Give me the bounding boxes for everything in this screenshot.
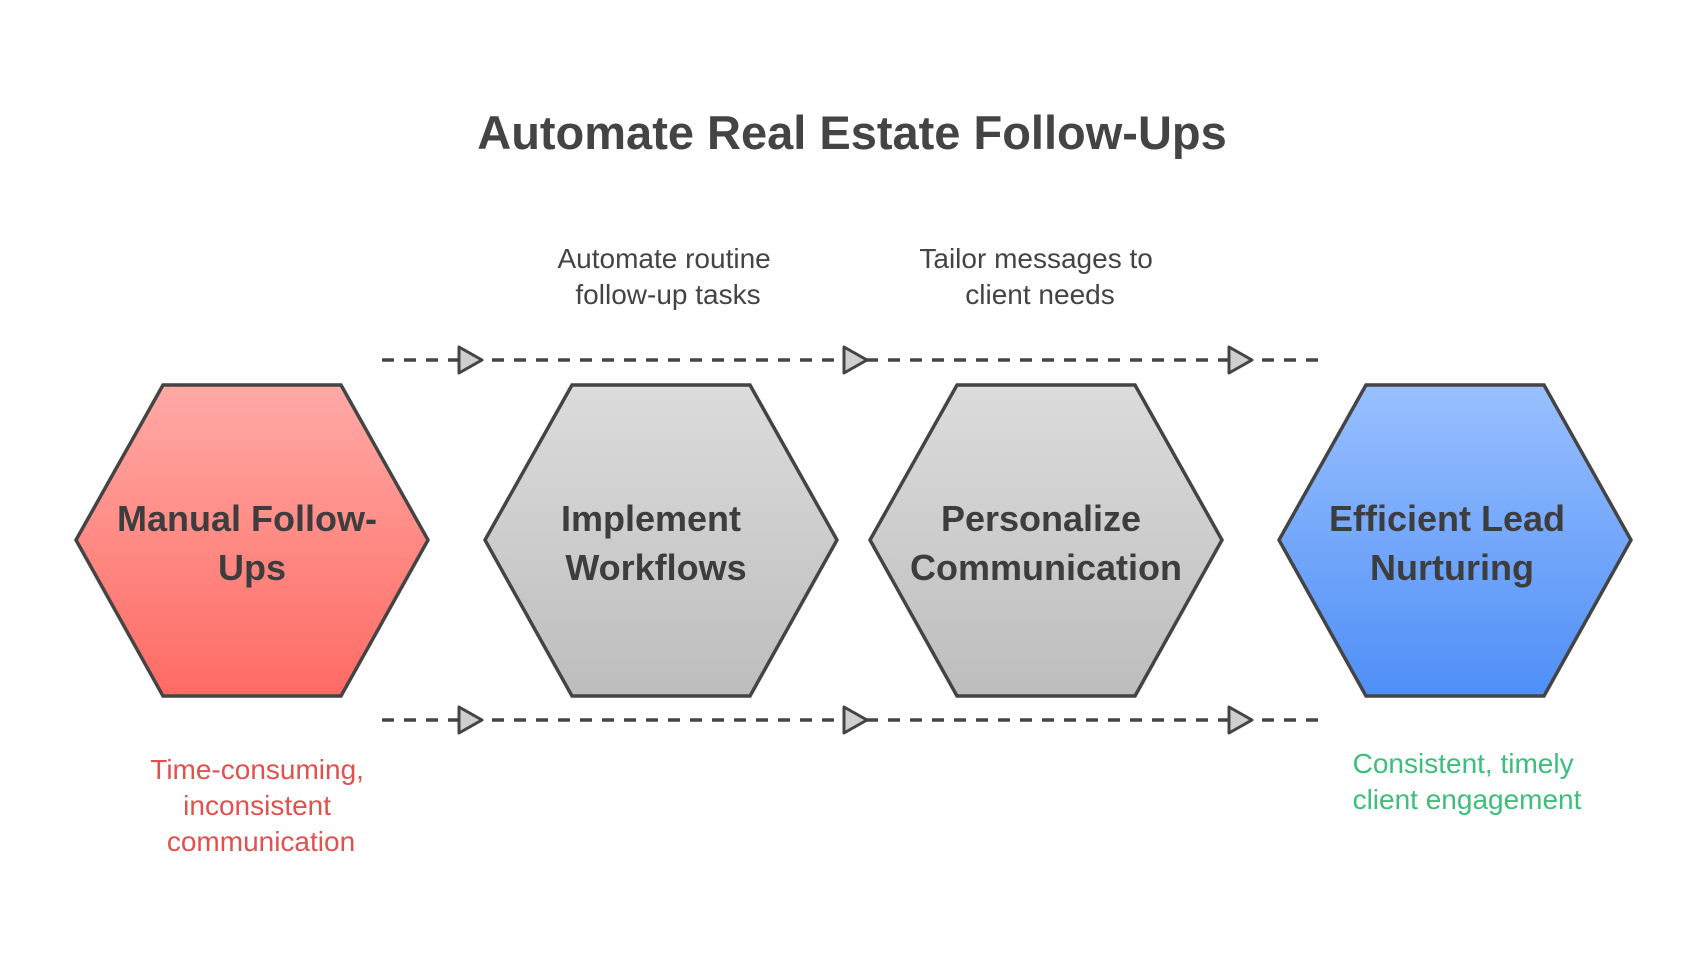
problem-caption: Time-consuming, inconsistent communicati…: [150, 754, 371, 857]
stage-implement-hexagon: [482, 383, 840, 698]
top-caption-automate: Automate routine follow-up tasks: [557, 243, 778, 310]
stage-manual-label: Manual Follow- Ups: [117, 498, 387, 588]
stage-personalize-communication: Personalize Communication: [867, 383, 1225, 698]
top-caption-tailor-line-1: Tailor messages to: [919, 243, 1152, 274]
top-caption-tailor-line-2: client needs: [965, 279, 1114, 310]
top-arrow-1-icon: [457, 345, 484, 375]
stage-manual-follow-ups: Manual Follow- Ups: [73, 383, 431, 698]
stage-manual-label-line-1: Manual Follow-: [117, 498, 377, 539]
stage-efficient-hexagon: [1276, 383, 1634, 698]
stage-manual-hexagon: [73, 383, 431, 698]
problem-caption-line-1: Time-consuming,: [150, 754, 364, 785]
top-arrow-2-icon: [842, 345, 869, 375]
stage-efficient-label: Efficient Lead Nurturing: [1329, 498, 1575, 588]
stage-efficient-lead-nurturing: Efficient Lead Nurturing: [1276, 383, 1634, 698]
stage-personalize-label: Personalize Communication: [910, 498, 1182, 588]
stage-personalize-label-line-1: Personalize: [941, 498, 1141, 539]
stage-personalize-hexagon: [867, 383, 1225, 698]
stage-implement-label: Implement Workflows: [561, 498, 751, 588]
stage-efficient-label-line-1: Efficient Lead: [1329, 498, 1565, 539]
top-arrow-3-icon: [1227, 345, 1254, 375]
stage-efficient-label-line-2: Nurturing: [1370, 547, 1534, 588]
stage-implement-label-line-1: Implement: [561, 498, 741, 539]
problem-caption-line-2: inconsistent: [183, 790, 331, 821]
bottom-arrow-2-icon: [842, 705, 869, 735]
problem-caption-line-3: communication: [167, 826, 355, 857]
stage-manual-label-line-2: Ups: [218, 547, 286, 588]
top-caption-automate-line-1: Automate routine: [557, 243, 770, 274]
outcome-caption-line-1: Consistent, timely: [1353, 748, 1574, 779]
stage-personalize-label-line-2: Communication: [910, 547, 1182, 588]
outcome-caption-line-2: client engagement: [1353, 784, 1582, 815]
top-caption-tailor: Tailor messages to client needs: [919, 243, 1160, 310]
outcome-caption: Consistent, timely client engagement: [1353, 748, 1582, 815]
stage-implement-label-line-2: Workflows: [565, 547, 746, 588]
bottom-arrow-1-icon: [457, 705, 484, 735]
stage-implement-workflows: Implement Workflows: [482, 383, 840, 698]
bottom-arrow-3-icon: [1227, 705, 1254, 735]
top-caption-automate-line-2: follow-up tasks: [575, 279, 760, 310]
diagram-title: Automate Real Estate Follow-Ups: [477, 106, 1227, 159]
